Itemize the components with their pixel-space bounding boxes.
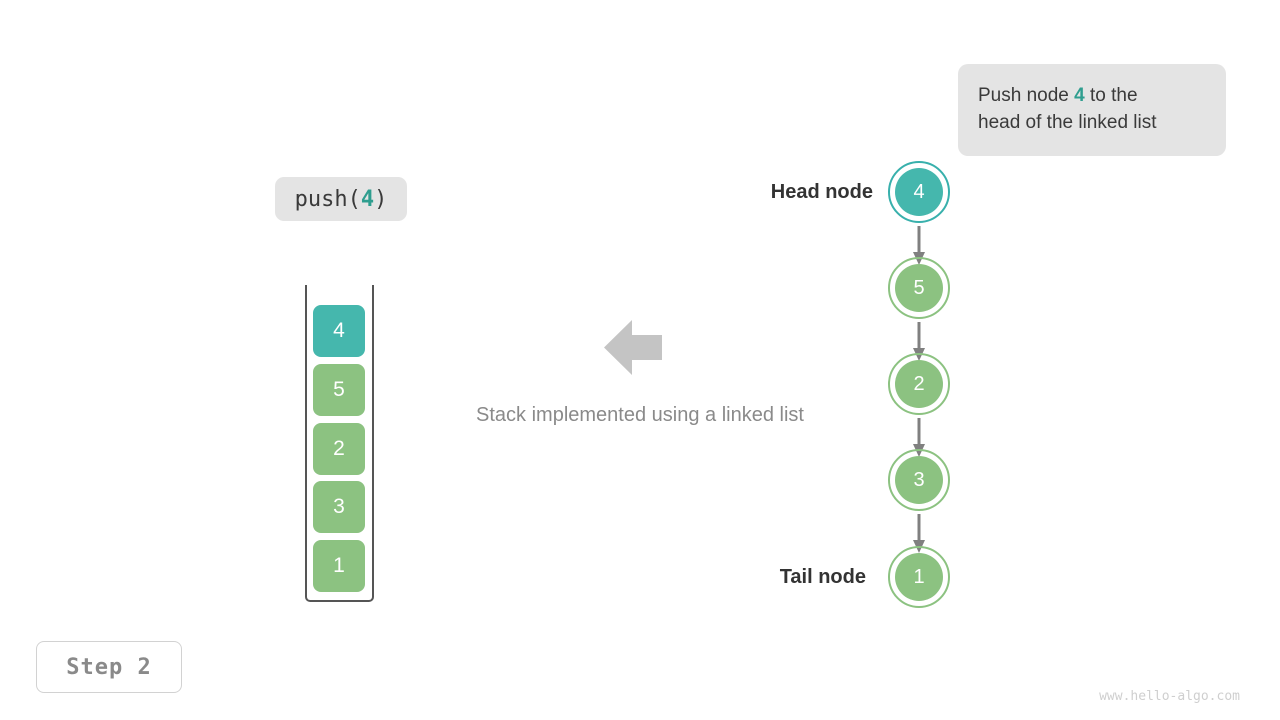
node-value: 1 <box>913 565 925 588</box>
stack-cell-4: 1 <box>313 540 365 592</box>
callout-text-prefix: Push node <box>978 85 1075 106</box>
list-node-4: 1 <box>888 546 950 608</box>
tail-node-label: Tail node <box>779 566 866 588</box>
stack-cell-1: 5 <box>313 364 365 416</box>
list-node-3: 3 <box>888 449 950 511</box>
stack-cell-value: 4 <box>333 319 345 342</box>
stack-cell-3: 3 <box>313 481 365 533</box>
list-node-2: 2 <box>888 353 950 415</box>
callout-text-suffix: to the <box>1084 85 1138 106</box>
stack-cell-0: 4 <box>313 305 365 357</box>
diagram-caption: Stack implemented using a linked list <box>476 404 804 426</box>
push-label-prefix: push( <box>294 186 361 212</box>
node-core <box>895 168 943 216</box>
list-node-0: 4 <box>888 161 950 223</box>
node-ring <box>888 449 950 511</box>
node-core <box>895 264 943 312</box>
stack-cell-value: 3 <box>333 495 345 518</box>
callout-text-line2: head of the linked list <box>978 112 1157 133</box>
watermark: www.hello-algo.com <box>1099 689 1240 704</box>
stack-cell-2: 2 <box>313 423 365 475</box>
node-ring <box>888 257 950 319</box>
node-core <box>895 360 943 408</box>
node-value: 3 <box>913 468 925 491</box>
head-node-label: Head node <box>770 181 873 203</box>
node-core <box>895 456 943 504</box>
node-value: 5 <box>913 276 925 299</box>
push-label-suffix: ) <box>374 186 388 212</box>
node-ring <box>888 353 950 415</box>
node-ring <box>888 161 950 223</box>
stack-cell-value: 2 <box>333 437 345 460</box>
node-core <box>895 553 943 601</box>
stack-cell-value: 1 <box>333 554 345 577</box>
callout-value: 4 <box>1074 85 1085 106</box>
push-operation-label: push(4) <box>275 177 407 221</box>
node-ring <box>888 546 950 608</box>
list-node-1: 5 <box>888 257 950 319</box>
stack-cell-value: 5 <box>333 378 345 401</box>
node-value: 2 <box>913 372 925 395</box>
step-badge: Step 2 <box>36 641 182 693</box>
callout-box: Push node 4 to the head of the linked li… <box>958 64 1226 156</box>
left-arrow-icon <box>604 319 662 376</box>
node-value: 4 <box>913 180 925 203</box>
push-label-value: 4 <box>360 186 375 212</box>
